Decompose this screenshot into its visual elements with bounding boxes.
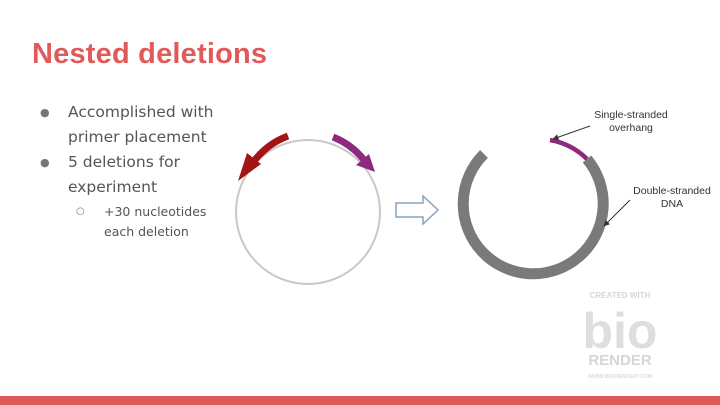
primer-arrow-left — [252, 132, 290, 163]
bullet-text: Accomplished with primer placement — [68, 103, 214, 146]
bullet-text: 5 deletions for experiment — [68, 153, 181, 196]
double-stranded-label-line1: Double-stranded — [633, 185, 711, 197]
primer-arrow-right-head — [356, 154, 375, 172]
sub-bullet-list: +30 nucleotides each deletion — [68, 202, 230, 242]
bullet-list: Accomplished with primer placement 5 del… — [40, 100, 230, 242]
double-stranded-dna-ring — [457, 150, 609, 280]
watermark-line3: WWW.BIORENDER.COM — [588, 374, 653, 380]
bullet-item: 5 deletions for experiment +30 nucleotid… — [40, 150, 230, 242]
overhang-pointer-line — [552, 125, 591, 141]
right-arrow-outline-icon — [395, 194, 440, 226]
left-plasmid-circle — [235, 139, 381, 285]
single-stranded-label-line1: Single-stranded — [594, 109, 668, 121]
watermark-line1: CREATED WITH — [590, 291, 651, 300]
watermark-logo: bio — [583, 303, 658, 359]
sub-bullet-item: +30 nucleotides each deletion — [68, 202, 230, 242]
single-stranded-overhang — [549, 137, 589, 161]
bullet-item: Accomplished with primer placement — [40, 100, 230, 150]
single-stranded-label-line2: overhang — [609, 122, 653, 134]
primer-arrow-right — [331, 133, 367, 163]
slide-title: Nested deletions — [32, 38, 268, 70]
bottom-accent-bar — [0, 396, 720, 405]
primer-arrow-left-head — [238, 153, 261, 181]
double-stranded-label-line2: DNA — [661, 198, 683, 210]
biorender-watermark: CREATED WITH bio RENDER WWW.BIORENDER.CO… — [583, 291, 658, 380]
watermark-line2: RENDER — [588, 352, 652, 369]
sub-bullet-text: +30 nucleotides each deletion — [104, 204, 207, 239]
dna-pointer-line — [603, 199, 631, 227]
